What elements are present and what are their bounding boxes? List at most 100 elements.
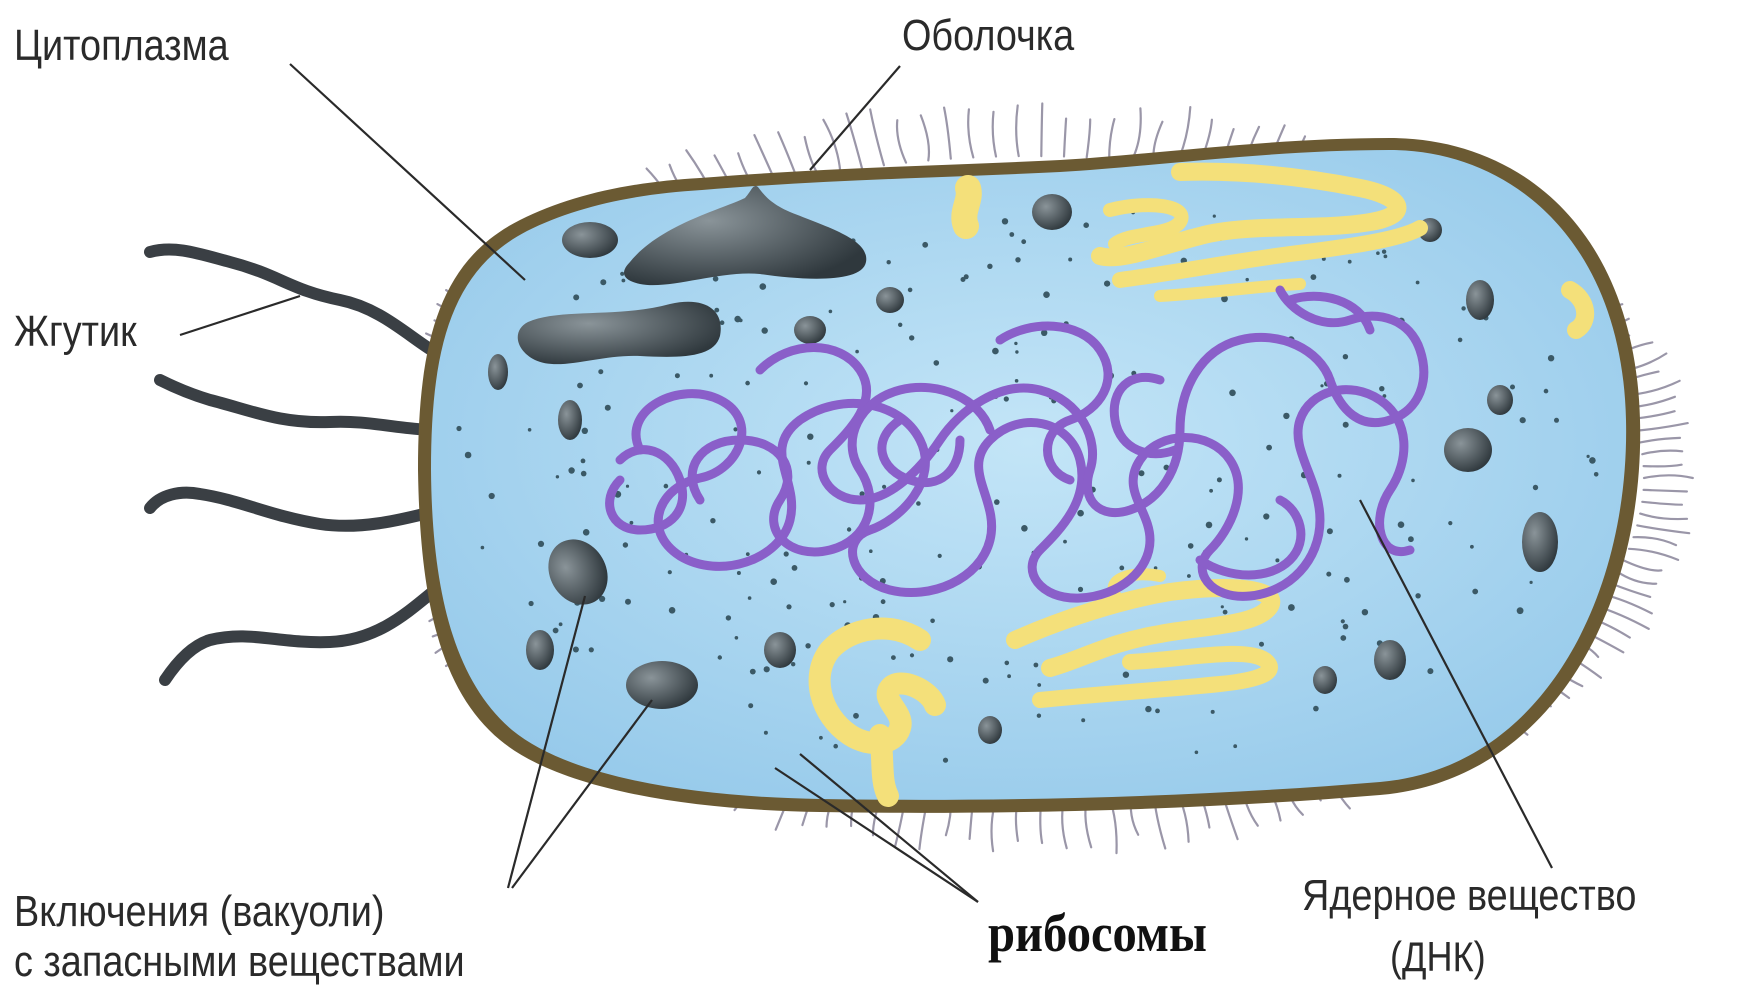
ribosome-dot — [992, 348, 999, 355]
inclusion-oval-7 — [794, 316, 826, 344]
inclusion-oval-4 — [1444, 428, 1492, 472]
ribosome-dot — [538, 541, 544, 547]
ribosome-dot — [489, 493, 495, 499]
ribosome-dot — [847, 527, 851, 531]
ribosome-dot — [710, 518, 715, 523]
ribosome-dot — [938, 554, 942, 558]
ribosome-dot — [1206, 522, 1213, 529]
ribosome-dot — [1408, 536, 1414, 542]
ribosome-dot — [1544, 389, 1549, 394]
ribosome-dot — [983, 678, 989, 684]
ribosome-dot — [600, 279, 606, 285]
ribosome-dot — [770, 578, 777, 585]
ribosome-dot — [1002, 218, 1008, 224]
ribosome-dot — [1340, 635, 1346, 641]
inclusion-oval-5 — [1522, 512, 1558, 572]
ribosome-dot — [898, 323, 902, 327]
ribosome-dot — [528, 428, 532, 432]
ribosome-dot — [1415, 593, 1420, 598]
ribosome-dot — [1470, 545, 1474, 549]
ribosome-dot — [1554, 418, 1559, 423]
ribosome-dot — [1266, 445, 1272, 451]
ribosome-dot — [1398, 521, 1405, 528]
ribosome-dot — [1344, 577, 1350, 583]
ribosome-dot — [947, 656, 953, 662]
ribosome-dot — [764, 666, 770, 672]
inclusion-oval-11 — [526, 630, 554, 670]
ribosome-dot — [1233, 744, 1237, 748]
reserve-drop — [964, 188, 969, 226]
inclusion-oval-17 — [488, 354, 508, 390]
ribosome-dot — [1327, 528, 1333, 534]
inclusion-oval-8 — [876, 287, 904, 313]
inclusion-oval-15 — [978, 716, 1002, 744]
ribosome-dot — [1338, 474, 1342, 478]
ribosome-dot — [583, 529, 590, 536]
ribosome-dot — [1259, 642, 1264, 647]
ribosome-dot — [1461, 306, 1465, 310]
ribosome-dot — [764, 731, 768, 735]
ribosome-dot — [1320, 384, 1323, 387]
ribosome-dot — [1037, 714, 1041, 718]
ribosome-dot — [1037, 683, 1041, 687]
ribosome-dot — [1520, 417, 1526, 423]
label-nuclear-line1: Ядерное вещество — [1302, 872, 1636, 920]
ribosome-dot — [1034, 663, 1039, 668]
ribosome-dot — [791, 662, 795, 666]
ribosome-dot — [1587, 455, 1590, 458]
ribosome-dot — [922, 242, 928, 248]
ribosome-dot — [1362, 609, 1368, 615]
inclusion-oval-16 — [1313, 666, 1337, 694]
ribosome-dot — [605, 405, 611, 411]
ribosome-dot — [786, 604, 791, 609]
ribosome-dot — [1548, 355, 1554, 361]
ribosome-dot — [622, 279, 626, 283]
ribosome-dot — [1382, 250, 1386, 254]
ribosome-dot — [669, 607, 676, 614]
ribosome-dot — [745, 381, 750, 386]
ribosome-dot — [760, 283, 767, 290]
ribosome-dot — [829, 310, 833, 314]
ribosome-dot — [573, 647, 579, 653]
ribosome-dot — [1009, 232, 1014, 237]
ribosome-dot — [1014, 342, 1017, 345]
ribosome-dot — [1104, 281, 1110, 287]
ribosome-dot — [746, 552, 750, 556]
ribosome-dot — [737, 571, 741, 575]
ribosome-dot — [1311, 274, 1317, 280]
inclusion-oval-1 — [562, 222, 618, 258]
ribosome-dot — [577, 383, 583, 389]
ribosome-dot — [869, 549, 873, 553]
ribosome-dot — [1313, 706, 1319, 712]
ribosome-dot — [784, 551, 789, 556]
ribosome-dot — [664, 484, 669, 489]
ribosome-dot — [830, 602, 835, 607]
ribosome-dot — [855, 350, 859, 354]
ribosome-dot — [709, 374, 713, 378]
ribosome-dot — [910, 653, 914, 657]
ribosome-dot — [573, 294, 579, 300]
ribosome-dot — [718, 655, 722, 659]
ribosome-dot — [1223, 610, 1228, 615]
ribosome-dot — [1589, 457, 1596, 464]
ribosome-dot — [598, 369, 603, 374]
ribosome-dot — [1283, 413, 1289, 419]
ribosome-dot — [568, 467, 574, 473]
ribosome-dot — [1245, 537, 1248, 540]
ribosome-dot — [1288, 604, 1295, 611]
ribosome-dot — [1594, 472, 1599, 477]
ribosome-dot — [726, 615, 731, 620]
ribosome-dot — [804, 381, 808, 385]
ribosome-dot — [1123, 672, 1129, 678]
label-inclusions-line1: Включения (вакуоли) — [14, 888, 384, 936]
ribosome-dot — [908, 288, 913, 293]
ribosome-dot — [713, 276, 719, 282]
ribosome-dot — [675, 373, 680, 378]
ribosome-dot — [909, 335, 914, 340]
ribosome-dot — [559, 622, 563, 626]
label-flagellum: Жгутик — [14, 308, 137, 356]
reserve-stem — [880, 735, 888, 796]
ribosome-dot — [735, 636, 739, 640]
